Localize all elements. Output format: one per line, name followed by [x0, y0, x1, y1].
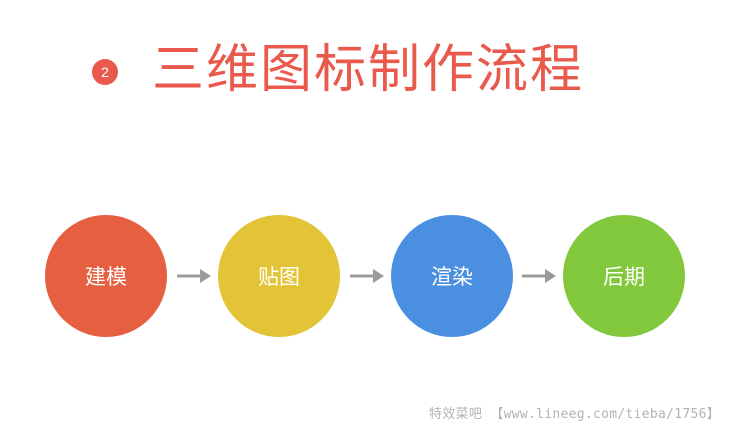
- step-number-badge: 2: [92, 59, 118, 85]
- page-title: 三维图标制作流程: [152, 40, 585, 100]
- step-circle-modeling: 建模: [45, 215, 167, 337]
- step-label: 后期: [603, 265, 645, 289]
- arrow-right-icon: [350, 269, 384, 283]
- step-label: 贴图: [258, 265, 300, 289]
- step-label: 建模: [85, 265, 127, 289]
- arrow-right-icon: [522, 269, 556, 283]
- watermark: 特效菜吧 【www.lineeg.com/tieba/1756】: [429, 407, 721, 422]
- arrow-right-icon: [177, 269, 211, 283]
- step-circle-texturing: 贴图: [218, 215, 340, 337]
- step-circle-post-production: 后期: [563, 215, 685, 337]
- step-label: 渲染: [431, 265, 473, 289]
- step-circle-rendering: 渲染: [391, 215, 513, 337]
